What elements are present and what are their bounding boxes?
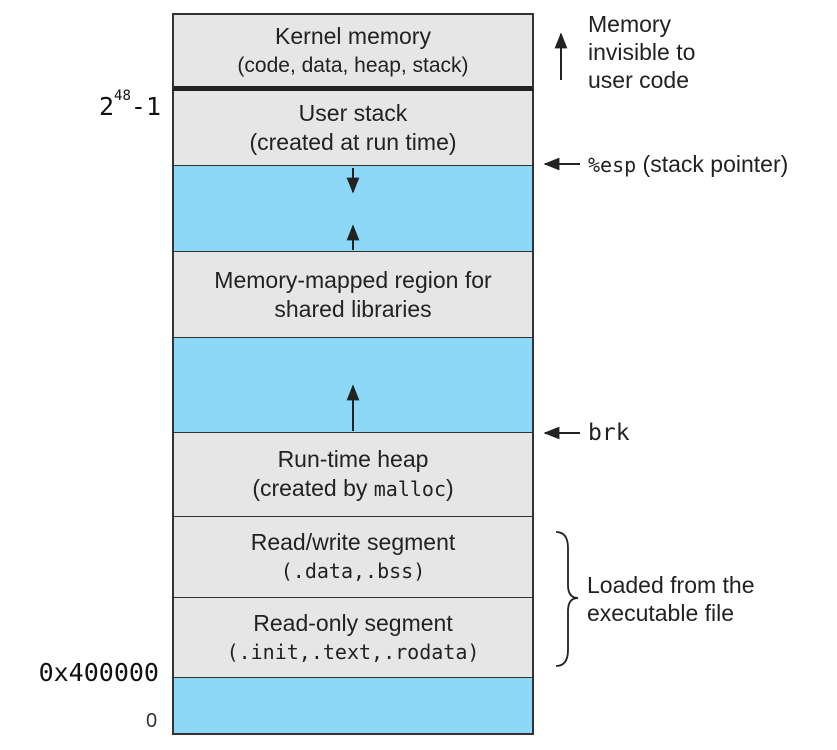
memory-mapped-segment: Memory-mapped region for shared librarie… — [172, 252, 534, 338]
kernel-memory-title: Kernel memory — [275, 22, 431, 49]
memory-mapped-line1: Memory-mapped region for — [214, 266, 492, 293]
kernel-memory-subtitle: (code, data, heap, stack) — [237, 53, 469, 77]
top-address-base: 2 — [98, 92, 115, 121]
right-brace-icon — [555, 531, 579, 667]
read-only-subtitle: (.init,.text,.rodata) — [226, 639, 480, 664]
memory-mapped-line2: shared libraries — [274, 295, 432, 322]
heap-subtitle-prefix: (created by — [252, 475, 374, 501]
stack-pointer-text: (stack pointer) — [636, 151, 789, 177]
top-address-suffix: -1 — [130, 92, 161, 121]
top-user-address: 248-1 — [98, 88, 161, 121]
read-write-segment: Read/write segment (.data,.bss) — [172, 517, 534, 598]
stack-pointer-label: %esp (stack pointer) — [588, 150, 788, 179]
malloc-code: malloc — [373, 477, 447, 501]
kernel-note-line2: invisible to — [588, 39, 696, 65]
loaded-from-executable-note: Loaded from the executable file — [587, 571, 755, 627]
runtime-heap-segment: Run-time heap (created by malloc) — [172, 433, 534, 517]
runtime-heap-title: Run-time heap — [277, 446, 429, 472]
zero-address: 0 — [146, 710, 158, 732]
loaded-note-line2: executable file — [587, 600, 735, 626]
brk-label: brk — [588, 420, 630, 446]
read-only-title: Read-only segment — [253, 609, 453, 636]
kernel-memory-segment: Kernel memory (code, data, heap, stack) — [172, 13, 534, 91]
text-start-address: 0x400000 — [38, 658, 159, 687]
read-write-subtitle: (.data,.bss) — [280, 559, 426, 583]
user-stack-segment: User stack (created at run time) — [172, 91, 534, 166]
read-write-title: Read/write segment — [250, 529, 456, 555]
kernel-note-line1: Memory — [588, 11, 672, 37]
loaded-note-line1: Loaded from the — [587, 572, 755, 598]
top-address-exponent: 48 — [114, 88, 131, 104]
user-stack-subtitle: (created at run time) — [249, 129, 457, 155]
user-stack-title: User stack — [298, 100, 408, 126]
runtime-heap-subtitle: (created by malloc) — [252, 474, 453, 504]
read-only-segment: Read-only segment (.init,.text,.rodata) — [172, 598, 534, 678]
kernel-note-line3: user code — [588, 67, 690, 93]
heap-subtitle-suffix: ) — [446, 475, 454, 501]
kernel-invisible-note: Memory invisible to user code — [588, 10, 695, 94]
low-unused-region — [172, 678, 534, 735]
esp-register: %esp — [588, 153, 637, 177]
